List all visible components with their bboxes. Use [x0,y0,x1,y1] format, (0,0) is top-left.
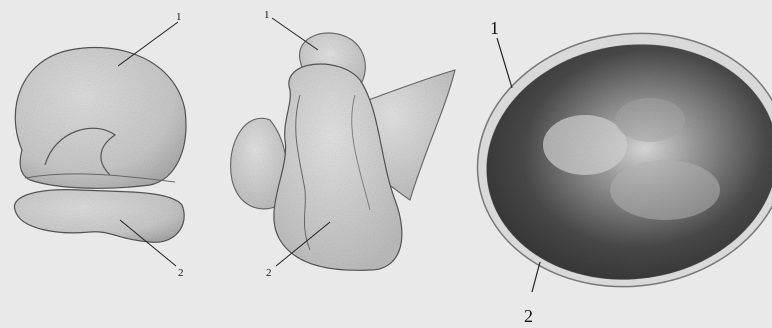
grain-c-leader-2 [532,262,540,292]
grain-c-label-2: 2 [524,306,533,326]
grain-a-lower-body [14,190,184,243]
grain-a-upper-body [15,48,186,189]
grain-c-light-patch-2 [610,160,720,220]
grain-c-light-patch-1 [543,115,627,175]
grain-b-label-2: 2 [266,267,272,279]
grain-b-leader-1 [272,18,318,50]
grain-a-label-2: 2 [178,267,184,279]
grain-a: 1 2 [14,11,186,279]
grain-b-label-1: 1 [264,9,270,21]
grain-c-label-1: 1 [490,18,499,38]
grain-b: 1 2 [231,9,455,279]
grain-a-leader-1 [118,22,178,66]
grain-a-label-1: 1 [176,11,182,23]
grain-c: 1 2 [461,14,772,326]
grain-c-leader-1 [497,38,512,88]
grain-c-light-patch-3 [615,98,685,142]
